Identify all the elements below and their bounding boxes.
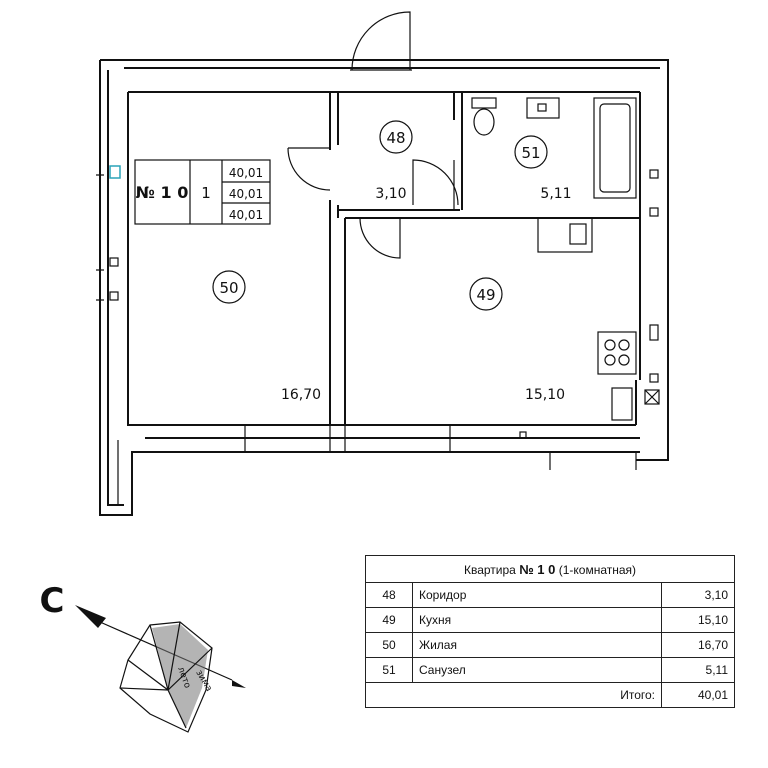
table-row: 50 Жилая 16,70 [365,632,735,658]
north-arrow-icon [75,605,106,628]
kitchen-sink [537,217,593,253]
table-row: 51 Санузел 5,11 [365,657,735,683]
stove [597,331,637,375]
apartment-rooms-count: 1 [201,184,211,202]
table-row: 49 Кухня 15,10 [365,607,735,633]
room-49-number: 49 [476,286,495,304]
room-51-number: 51 [521,144,540,162]
total-label: Итого: [365,682,662,708]
fixtures [471,97,637,421]
sink [526,97,560,119]
apartment-legend-table: Квартира № 1 0 (1-комнатная) 48 Коридор … [365,555,735,708]
legend-title: Квартира № 1 0 (1-комнатная) [365,555,735,583]
apartment-area-3: 40,01 [229,208,263,222]
compass-rose: С лето зима [40,581,246,733]
bathtub [593,97,637,199]
legend-total-row: Итого: 40,01 [365,682,735,708]
room-50-area: 16,70 [281,387,321,403]
room-50-number: 50 [219,279,238,297]
apartment-area-2: 40,01 [229,187,263,201]
fridge [611,387,633,421]
apartment-number: № 1 0 [136,183,189,202]
apartment-area-1: 40,01 [229,166,263,180]
room-51-area: 5,11 [540,186,571,202]
legend-title-suffix: (1-комнатная) [558,562,637,577]
room-48-number: 48 [386,129,405,147]
room-labels: 48 3,10 51 5,11 50 16,70 49 15,10 [212,120,572,403]
outer-walls [96,59,669,516]
toilet [473,108,495,136]
room-49-area: 15,10 [525,387,565,403]
doors [287,11,459,259]
table-row: 48 Коридор 3,10 [365,582,735,608]
apartment-info-box: № 1 0 1 40,01 40,01 40,01 [134,159,271,225]
legend-title-prefix: Квартира [463,562,516,577]
total-value: 40,01 [661,682,735,708]
north-letter: С [40,581,65,621]
room-48-area: 3,10 [375,186,406,202]
legend-title-number: № 1 0 [519,561,556,577]
